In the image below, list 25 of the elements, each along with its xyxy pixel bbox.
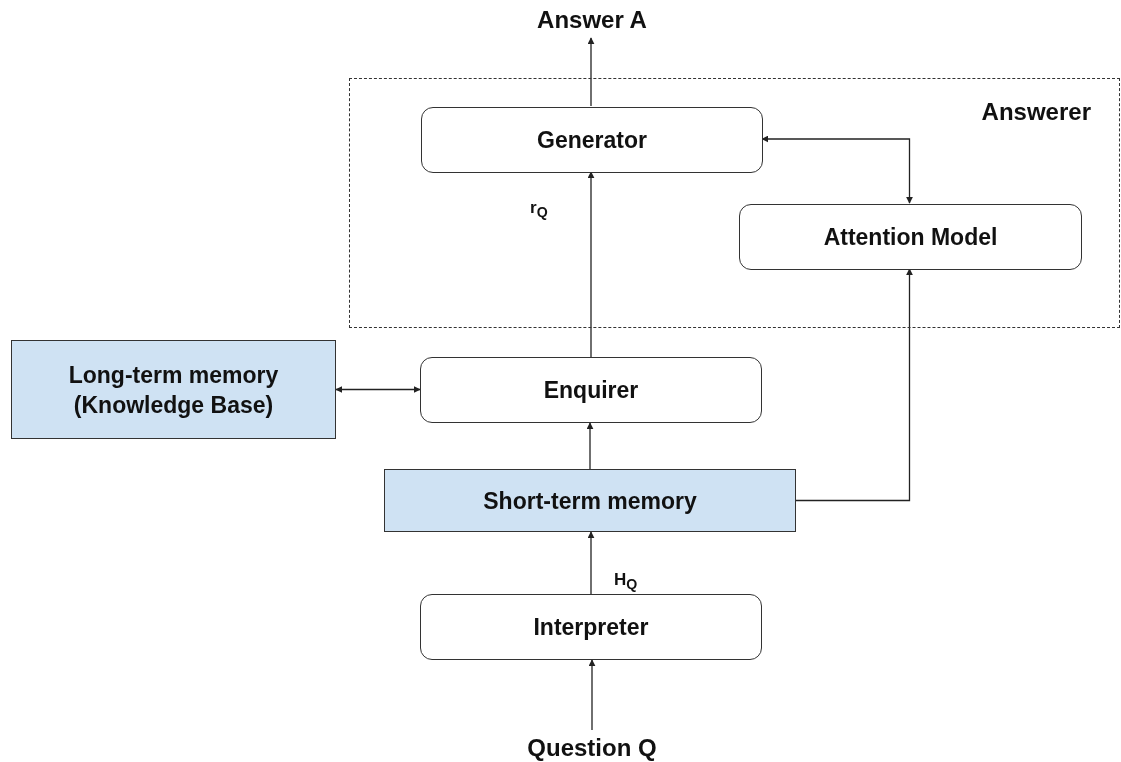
box-label: Enquirer	[543, 376, 639, 405]
box-label: Attention Model	[823, 223, 998, 252]
group-heading: Answerer	[981, 97, 1091, 127]
terminal-label: Question Q	[527, 733, 657, 762]
arrow	[587, 531, 595, 595]
memory-box	[11, 340, 336, 439]
box-label: Interpreter	[533, 613, 649, 642]
process-box	[420, 594, 762, 660]
arrow	[761, 135, 913, 204]
arrow	[335, 386, 421, 393]
arrow	[587, 37, 595, 107]
edge-label: H$_{Q}$	[612, 570, 640, 593]
arrow	[795, 268, 913, 502]
group-frame	[349, 78, 1120, 328]
box-label: Generator	[537, 126, 647, 155]
arrow	[586, 422, 594, 470]
arrow	[587, 171, 595, 358]
process-box	[420, 357, 762, 423]
process-box	[421, 107, 763, 173]
memory-box	[384, 469, 796, 532]
box-label: Long-term memory (Knowledge Base)	[67, 360, 280, 420]
box-label: Short-term memory	[483, 486, 697, 516]
process-box	[739, 204, 1082, 270]
arrow	[588, 659, 596, 731]
terminal-label: Answer A	[537, 5, 647, 35]
